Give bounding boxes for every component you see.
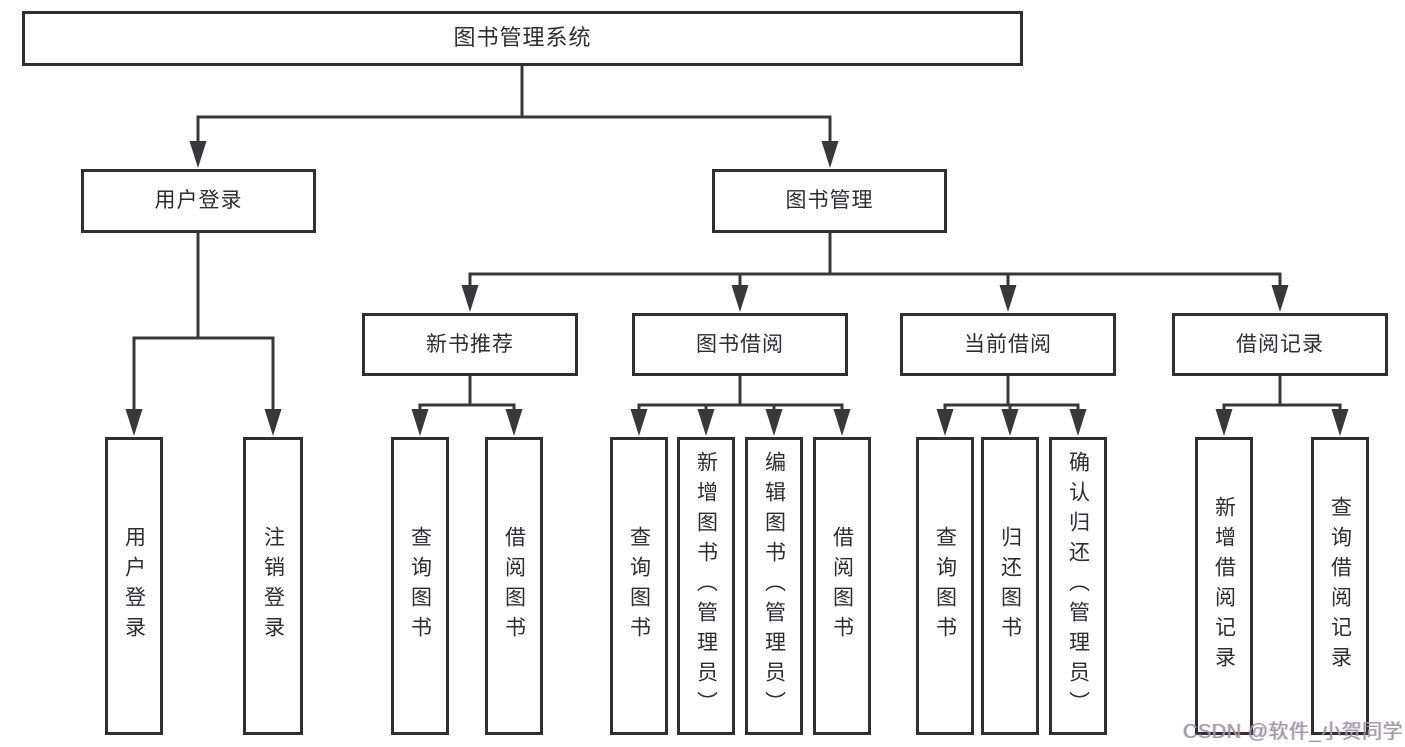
- leaf-query-borrow-record: 查询借阅记录: [1311, 437, 1369, 735]
- node-book-management: 图书管理: [712, 169, 947, 233]
- leaf-confirm-return-admin: 确认归还（管理员）: [1049, 437, 1107, 735]
- leaf-return-books: 归还图书: [981, 437, 1039, 735]
- node-new-book-recommend: 新书推荐: [362, 313, 578, 376]
- node-root-system: 图书管理系统: [22, 11, 1023, 66]
- leaf-borrow-books: 借阅图书: [813, 437, 871, 735]
- node-current-borrow: 当前借阅: [900, 313, 1116, 376]
- node-borrow-records: 借阅记录: [1172, 313, 1388, 376]
- node-user-login: 用户登录: [81, 169, 316, 233]
- node-book-borrow: 图书借阅: [632, 313, 848, 376]
- leaf-query-books-current: 查询图书: [916, 437, 974, 735]
- leaf-add-borrow-record: 新增借阅记录: [1195, 437, 1253, 735]
- leaf-borrow-books-recommend: 借阅图书: [485, 437, 543, 735]
- leaf-edit-book-admin: 编辑图书（管理员）: [745, 437, 803, 735]
- leaf-add-book-admin: 新增图书（管理员）: [677, 437, 735, 735]
- csdn-watermark: CSDN @软件_小贺同学: [1183, 721, 1404, 743]
- leaf-query-books-borrow: 查询图书: [610, 437, 668, 735]
- leaf-query-books-recommend: 查询图书: [391, 437, 449, 735]
- leaf-logout: 注销登录: [243, 437, 303, 735]
- leaf-user-login: 用户登录: [105, 437, 163, 735]
- connector-arrowheads: [125, 141, 1349, 436]
